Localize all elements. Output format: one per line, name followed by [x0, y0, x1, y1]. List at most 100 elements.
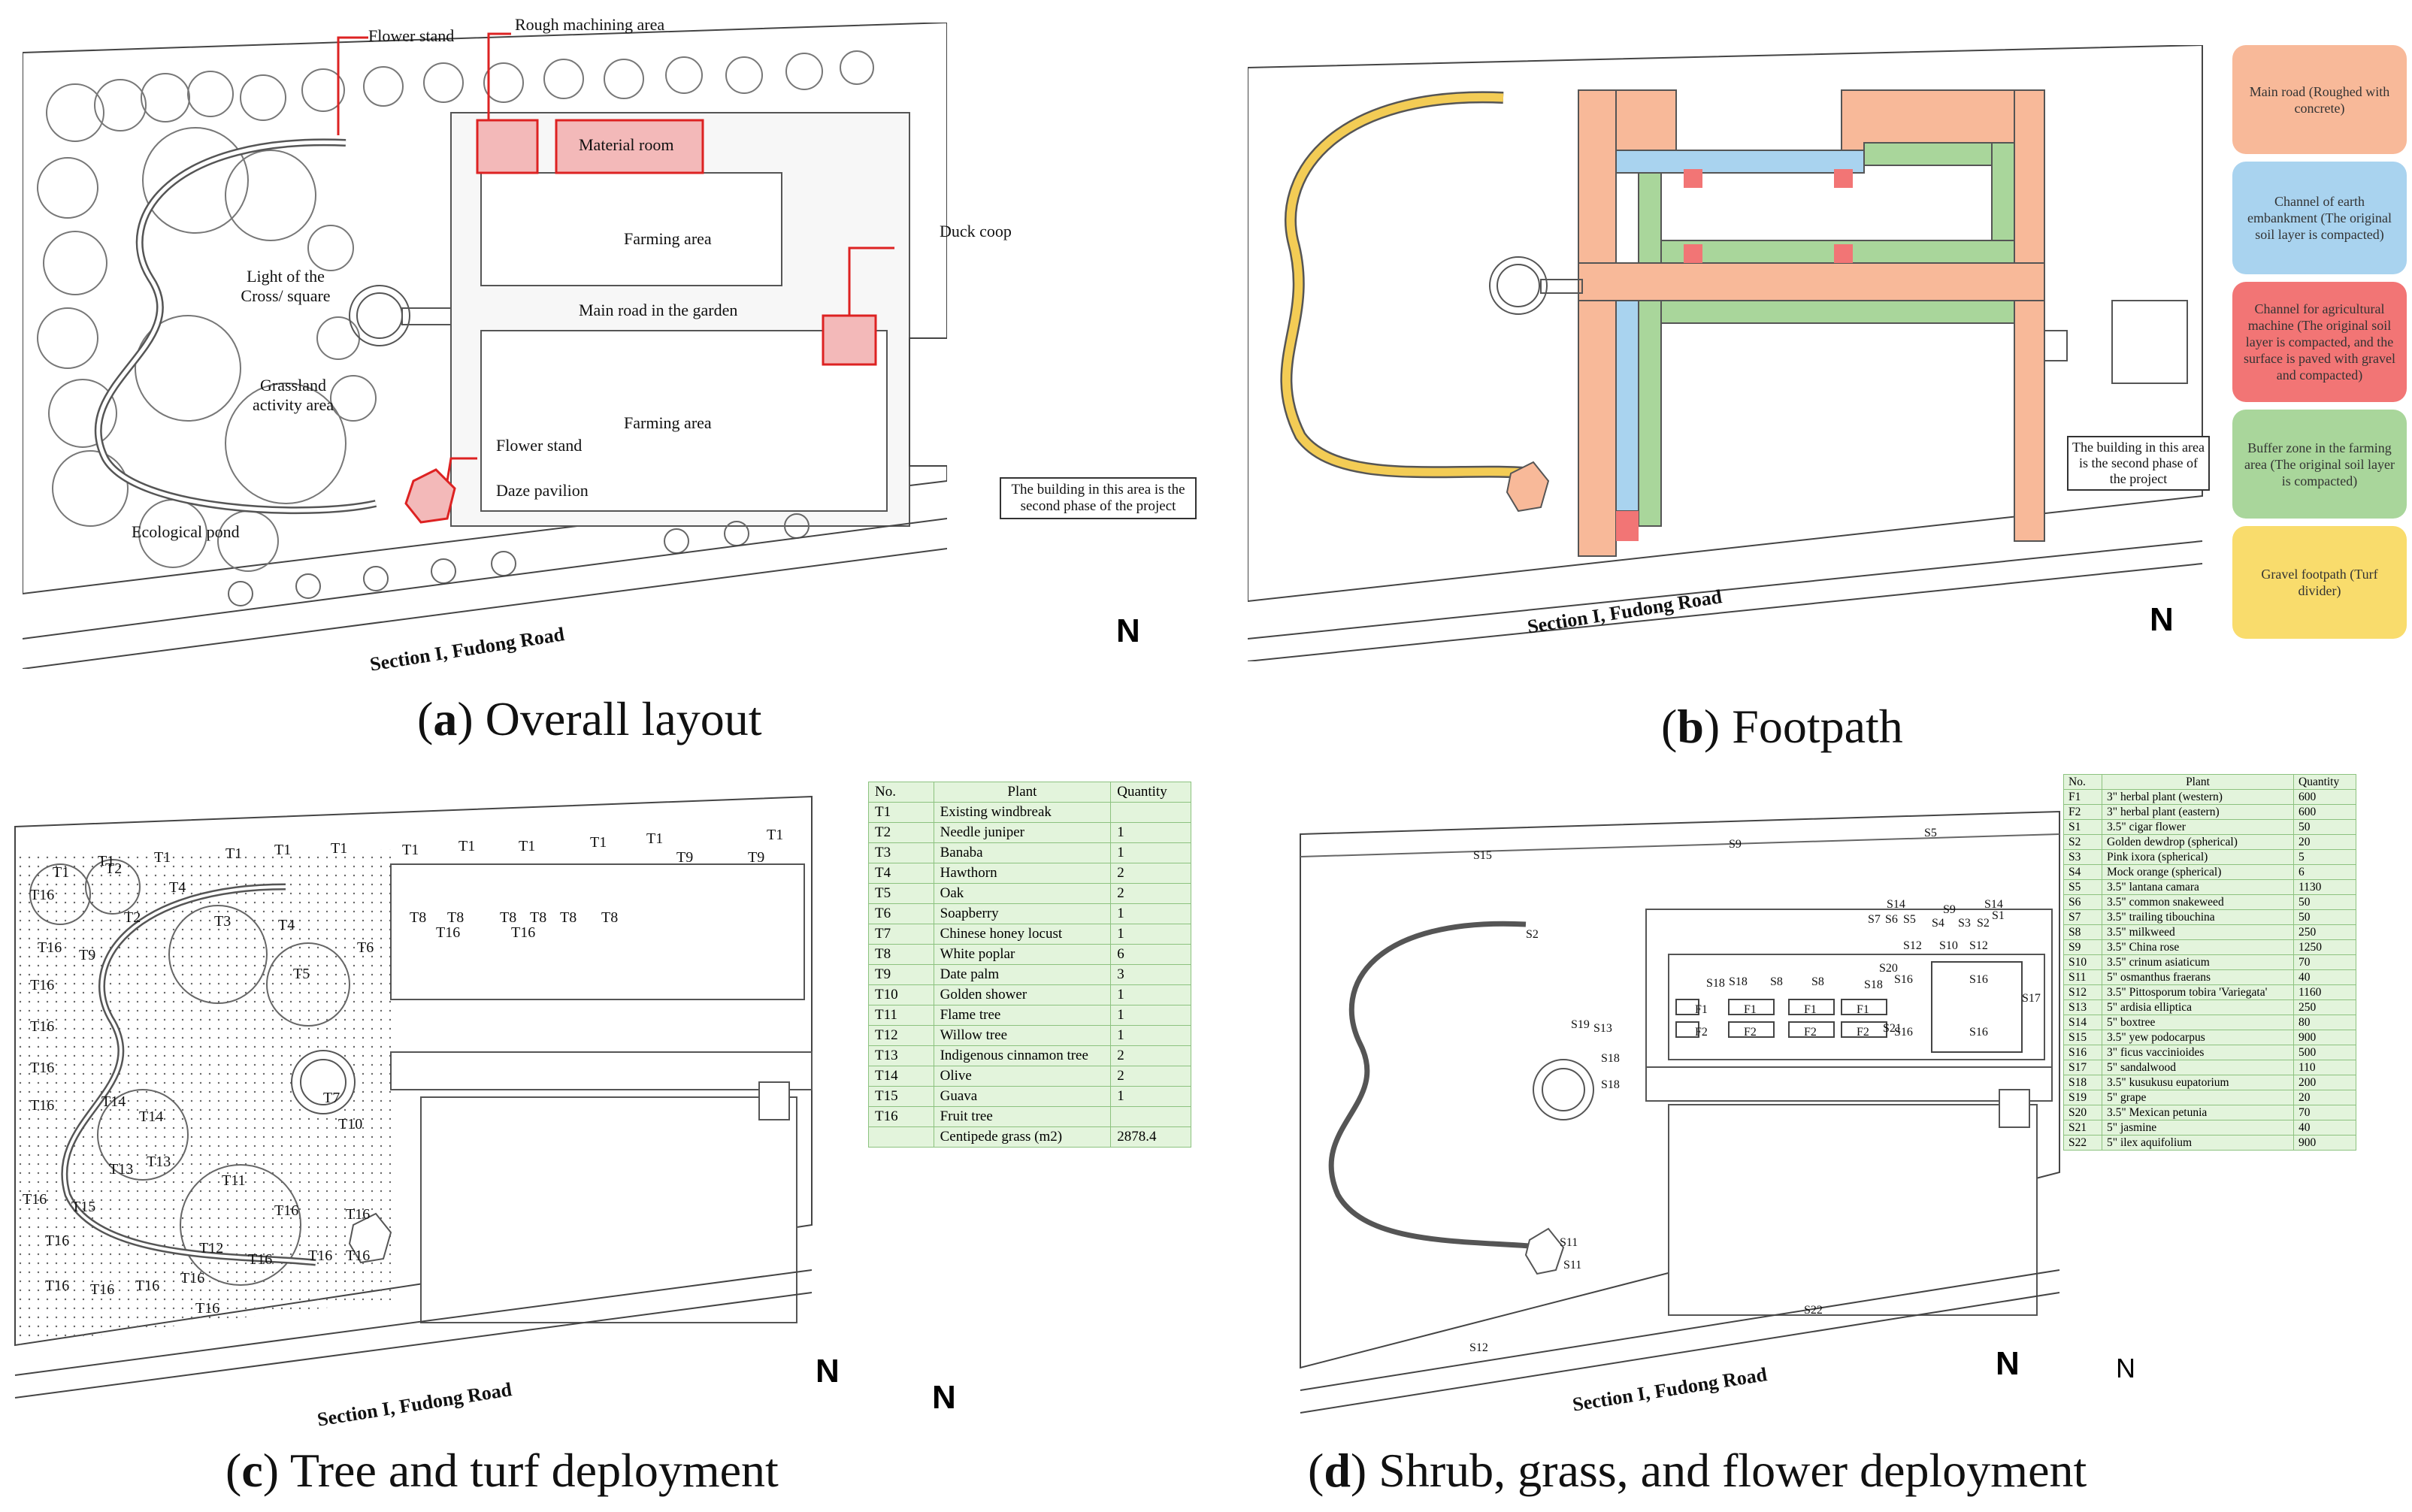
tree-label: T2 [105, 860, 123, 877]
tree-label: T16 [45, 1278, 70, 1294]
cell-no: S17 [2063, 1060, 2102, 1075]
plant-label: S18 [1729, 975, 1748, 988]
cell-quantity [1110, 1106, 1191, 1127]
plant-label: S15 [1473, 849, 1492, 862]
label-farming-area-bottom: Farming area [624, 413, 712, 432]
cell-no: S4 [2063, 864, 2102, 880]
cell-plant: Pink ixora (spherical) [2102, 849, 2294, 865]
cell-plant: 5" osmanthus fraerans [2102, 969, 2294, 985]
tree-label: T16 [30, 1018, 55, 1035]
site-boundary [23, 23, 947, 669]
cell-plant: Golden dewdrop (spherical) [2102, 834, 2294, 850]
cell-quantity: 70 [2293, 954, 2356, 970]
tree-label: T8 [601, 909, 619, 926]
plant-label: S12 [1903, 939, 1922, 952]
cell-no: S11 [2063, 969, 2102, 985]
tree-label: T8 [500, 909, 517, 926]
panel-b-footpath: The building in this area is the second … [1248, 45, 2412, 721]
cell-no: T6 [868, 903, 934, 924]
table-header-quantity: Quantity [1110, 782, 1191, 803]
tree-label: T16 [30, 1060, 55, 1076]
cell-quantity: 80 [2293, 1015, 2356, 1030]
cell-quantity: 1 [1110, 822, 1191, 843]
tree-label: T16 [90, 1281, 115, 1298]
tree-label: T1 [590, 834, 607, 851]
cell-quantity: 50 [2293, 909, 2356, 925]
plant-label: S14 [1984, 898, 2003, 911]
tree-label: T8 [410, 909, 427, 926]
plant-label: S18 [1706, 977, 1725, 990]
cell-no: T5 [868, 883, 934, 904]
cell-no: S2 [2063, 834, 2102, 850]
cell-plant: Flame tree [933, 1005, 1112, 1026]
cell-quantity: 200 [2293, 1075, 2356, 1090]
cell-plant: White poplar [933, 944, 1112, 965]
plant-label: F2 [1695, 1026, 1708, 1039]
plant-label: S2 [1526, 928, 1539, 941]
cell-no: T16 [868, 1106, 934, 1127]
cell-plant: 5" ilex aquifolium [2102, 1135, 2294, 1151]
cell-quantity: 50 [2293, 819, 2356, 835]
cell-no: S14 [2063, 1015, 2102, 1030]
label-flower-stand-bottom: Flower stand [496, 436, 583, 455]
cell-plant: Olive [933, 1066, 1112, 1087]
cell-quantity: 900 [2293, 1135, 2356, 1151]
cell-plant: 3.5" milkweed [2102, 924, 2294, 940]
stable-header-quantity: Quantity [2293, 774, 2356, 790]
cell-quantity: 600 [2293, 789, 2356, 805]
footpath-legend: Main road (Roughed with concrete) Channe… [2232, 45, 2412, 639]
plant-label: F1 [1857, 1003, 1869, 1016]
north-arrow-b: N [2150, 601, 2174, 638]
tree-label: T8 [447, 909, 465, 926]
cell-quantity: 1 [1110, 1025, 1191, 1046]
plant-label: S21 [1883, 1022, 1902, 1035]
plant-label: S11 [1563, 1259, 1582, 1272]
cell-no: S13 [2063, 999, 2102, 1015]
cell-no: S3 [2063, 849, 2102, 865]
cell-no: S7 [2063, 909, 2102, 925]
tree-label: T1 [225, 845, 243, 862]
plant-label: F2 [1857, 1026, 1869, 1039]
tree-label: T16 [346, 1247, 371, 1264]
plant-label: S16 [1969, 1026, 1988, 1039]
cell-plant: Willow tree [933, 1025, 1112, 1046]
plant-label: S18 [1601, 1052, 1620, 1065]
cell-quantity: 1160 [2293, 984, 2356, 1000]
tree-label: T15 [71, 1199, 96, 1215]
cell-plant: 3.5" China rose [2102, 939, 2294, 955]
cell-plant: 3" ficus vaccinioides [2102, 1045, 2294, 1060]
cell-plant: Mock orange (spherical) [2102, 864, 2294, 880]
label-main-road: Main road in the garden [579, 301, 738, 319]
cell-no: S12 [2063, 984, 2102, 1000]
cell-quantity [1110, 802, 1191, 823]
plant-label: F1 [1744, 1003, 1757, 1016]
plant-label: S12 [1969, 939, 1988, 952]
cell-plant: Guava [933, 1086, 1112, 1107]
tree-label: T9 [748, 849, 765, 866]
site-plan-drawing [23, 23, 947, 669]
cell-no: T15 [868, 1086, 934, 1107]
tree-label: T14 [139, 1108, 164, 1125]
plant-label: F2 [1744, 1026, 1757, 1039]
tree-plan-drawing [14, 795, 813, 1399]
caption-c: (c) Tree and turf deployment [225, 1444, 779, 1497]
cell-no: T10 [868, 984, 934, 1005]
cell-quantity: 3 [1110, 964, 1191, 985]
tree-label: T16 [274, 1202, 299, 1219]
